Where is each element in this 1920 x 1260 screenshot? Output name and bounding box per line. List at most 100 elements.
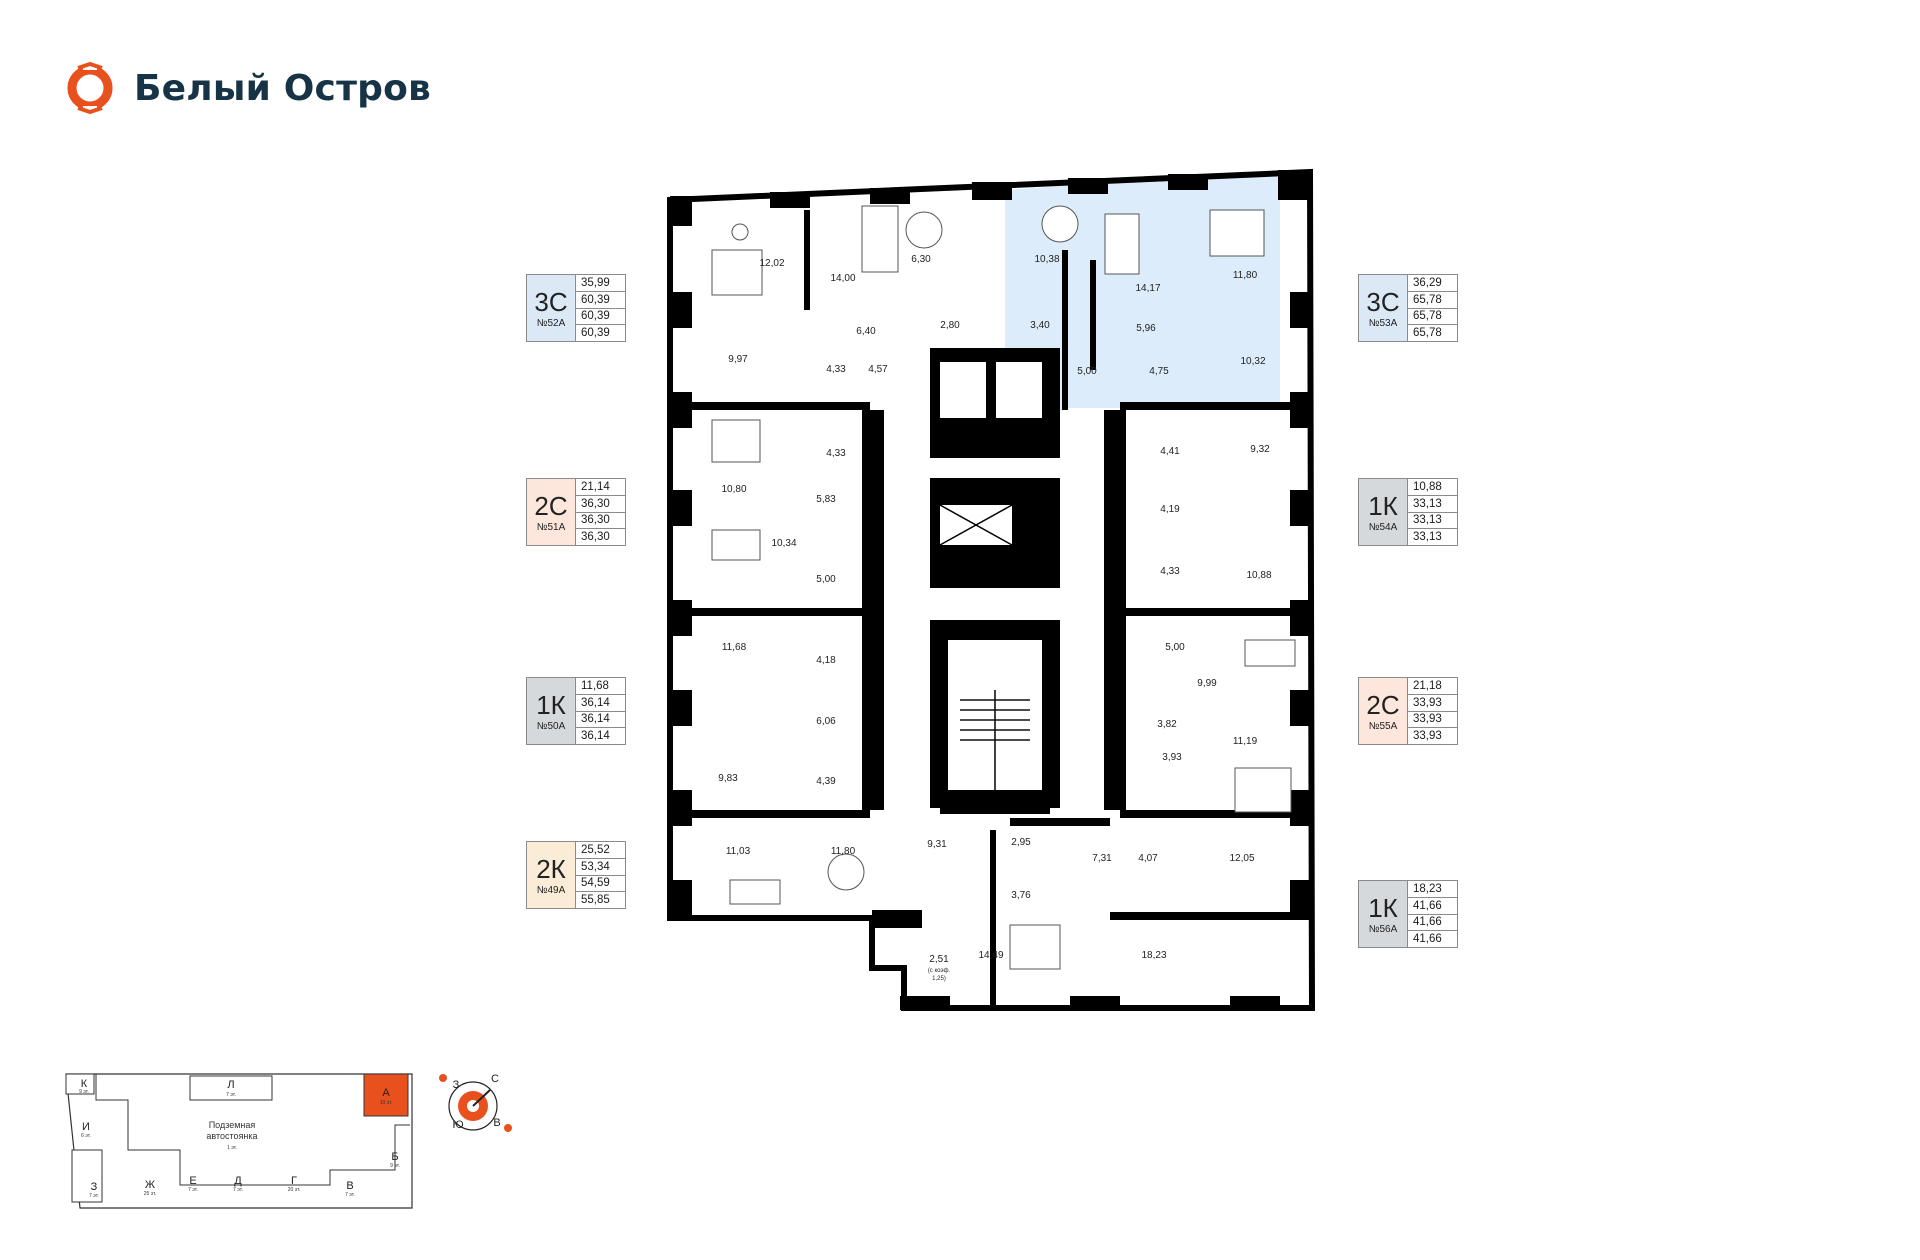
svg-text:7 эт.: 7 эт. [345,1192,355,1198]
room-area: 2,51 [929,954,949,965]
room-area: 4,57 [868,364,888,375]
card-value: 53,34 [576,859,625,876]
room-area: 9,83 [718,773,738,784]
compass-icon: З С Ю В [439,1073,512,1132]
balcony-coef-note: (с коэф. [928,968,951,974]
card-value: 35,99 [576,275,625,292]
room-area: 5,00 [816,574,836,585]
room-area: 11,68 [722,642,747,653]
card-value: 25,52 [576,842,625,859]
card-value: 36,30 [576,513,625,530]
room-area: 10,34 [771,538,796,549]
card-number: №56А [1368,923,1398,935]
room-area: 4,07 [1138,853,1158,864]
furniture [711,205,1296,970]
card-value: 41,66 [1413,933,1442,946]
room-area: 10,32 [1240,356,1265,367]
svg-text:7 эт.: 7 эт. [188,1187,198,1193]
card-value: 55,85 [581,894,610,907]
room-area: 14,49 [978,950,1003,961]
card-number: №51А [536,521,566,533]
balcony-coef-note: 1,25) [932,976,946,982]
site-section-label: А [382,1087,390,1099]
card-type: 2С [534,490,568,521]
room-area: 9,31 [927,839,947,850]
card-number: №52А [536,317,566,329]
room-area: 11,80 [1233,270,1258,281]
card-number: №55А [1368,720,1398,732]
card-value: 36,30 [581,531,610,544]
card-value: 36,14 [576,712,625,729]
svg-text:10 эт.: 10 эт. [380,1100,393,1106]
room-area: 6,30 [911,254,931,265]
site-section-label: Ж [145,1179,155,1191]
site-plan: К 9 эт. Л 7 эт. А 10 эт. И 6 эт. Б 9 эт.… [65,1073,413,1209]
site-section-label: З [91,1181,98,1193]
svg-text:25 эт.: 25 эт. [144,1191,157,1197]
room-area: 6,06 [816,716,836,727]
elevator-icons [939,365,1039,546]
card-value: 60,39 [576,292,625,309]
card-value: 10,88 [1408,479,1457,496]
room-area: 14,17 [1135,283,1160,294]
room-area: 10,80 [721,484,746,495]
brand-name: Белый Остров [134,67,432,109]
card-value: 33,93 [1413,730,1442,743]
room-area: 10,38 [1034,254,1059,265]
card-value: 60,39 [576,309,625,326]
site-section-label: Б [391,1151,398,1163]
room-area: 11,03 [726,846,751,857]
brand-mark-icon [67,62,113,114]
card-value: 21,14 [576,479,625,496]
room-area: 9,97 [728,354,748,365]
card-type: 1К [1368,892,1398,923]
card-value: 21,18 [1408,678,1457,695]
room-area: 4,19 [1160,504,1180,515]
room-area: 12,05 [1229,853,1254,864]
card-type: 1К [1368,490,1398,521]
svg-text:В: В [493,1117,500,1129]
room-area: 4,33 [826,448,846,459]
room-area: 3,76 [1011,890,1031,901]
site-section-label: К [81,1078,88,1090]
room-area: 9,99 [1197,678,1217,689]
room-area: 2,80 [940,320,960,331]
card-value: 33,13 [1408,513,1457,530]
site-section-label: И [82,1121,90,1133]
card-value: 11,68 [576,678,625,695]
site-section-label: Д [234,1175,242,1187]
brand-logo: Белый Остров [64,62,431,114]
room-area: 9,32 [1250,444,1270,455]
card-value: 33,13 [1408,496,1457,513]
room-area: 4,18 [816,655,836,666]
svg-text:9 эт.: 9 эт. [79,1089,89,1095]
card-value: 65,78 [1408,292,1457,309]
room-area: 7,31 [1092,853,1112,864]
room-area: 11,19 [1233,736,1258,747]
parking-label: автостоянка [206,1131,257,1141]
svg-text:7 эт.: 7 эт. [226,1092,236,1098]
card-value: 33,93 [1408,712,1457,729]
room-area: 3,40 [1030,320,1050,331]
svg-text:1 эт.: 1 эт. [227,1145,237,1151]
card-type: 2К [536,853,566,884]
svg-text:6 эт.: 6 эт. [81,1133,91,1139]
room-area: 14,00 [830,273,855,284]
room-area: 18,23 [1141,950,1166,961]
card-number: №49А [536,884,566,896]
room-area: 4,33 [1160,566,1180,577]
room-area: 3,93 [1162,752,1182,763]
room-area: 4,33 [826,364,846,375]
site-section-a[interactable] [363,1073,409,1117]
room-area: 3,82 [1157,719,1177,730]
card-type: 1К [536,689,566,720]
